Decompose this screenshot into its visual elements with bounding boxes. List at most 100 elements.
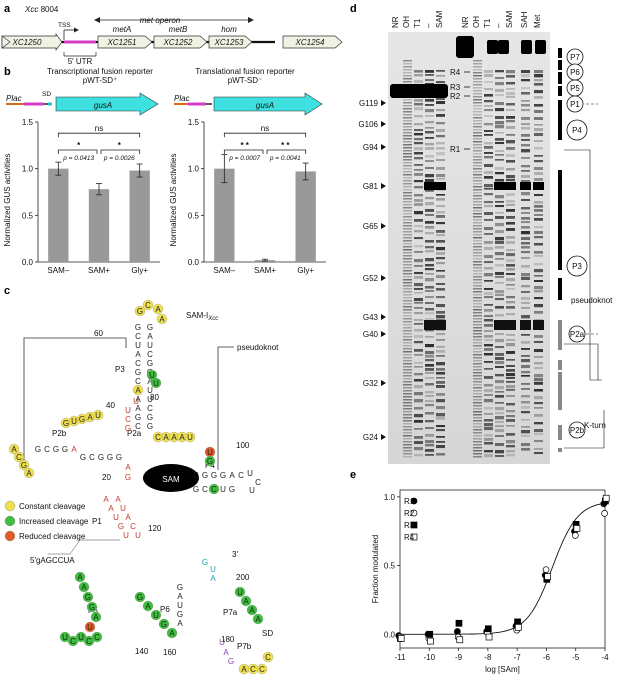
gel-band <box>414 157 423 160</box>
panel-a: a Xcc 8004 met operon TSS XC1250 XC1251 … <box>1 3 343 66</box>
data-point <box>601 510 608 517</box>
gel-band <box>436 101 445 105</box>
gel-band <box>521 149 530 153</box>
gel-band <box>506 236 515 239</box>
cleavage-site <box>74 571 86 583</box>
cleavage-site <box>86 601 98 613</box>
gel-band <box>414 199 423 202</box>
svg-text:P7b: P7b <box>237 642 252 651</box>
gel-band <box>414 194 423 197</box>
gel-band <box>484 324 493 327</box>
gel-band <box>533 182 544 190</box>
g-marker-label: G43 <box>363 313 379 322</box>
gel-band <box>425 232 434 235</box>
gel-band <box>534 117 543 120</box>
gel-band <box>495 298 504 301</box>
gel-band <box>436 275 445 279</box>
stem-label: P2a <box>570 330 585 339</box>
gel-band <box>495 421 504 423</box>
gel-band <box>403 81 412 83</box>
gel-band <box>403 144 412 146</box>
data-point <box>514 618 521 626</box>
gel-band <box>484 115 493 118</box>
bar <box>129 170 150 262</box>
gel-band <box>403 204 412 206</box>
gel-band <box>414 420 423 423</box>
nucleotide: C <box>130 522 136 531</box>
gel-band <box>403 231 412 233</box>
nucleotide: C <box>155 433 161 442</box>
gel-band <box>403 72 412 74</box>
gel-band <box>403 186 412 188</box>
gel-band <box>414 123 423 126</box>
cleavage-site <box>262 651 274 663</box>
gel-band <box>484 205 493 208</box>
gel-band <box>495 429 504 433</box>
gel-band <box>495 94 504 97</box>
gel-band <box>425 115 434 117</box>
gel-band <box>473 108 482 110</box>
gel-band <box>414 129 423 132</box>
gel-band <box>425 434 434 437</box>
gel-band <box>521 277 530 281</box>
gel-band <box>473 372 482 374</box>
bar-chart-right: Normalized GUS activities 0.00.51.01.5SA… <box>169 118 326 275</box>
cleavage-site <box>156 313 168 325</box>
nucleotide: A <box>179 433 185 442</box>
gene-xc1251: XC1251 metA <box>97 25 153 49</box>
svg-text:160: 160 <box>163 648 177 657</box>
gel-band <box>473 303 482 305</box>
gel-band <box>506 440 515 444</box>
structure-segment <box>558 86 562 96</box>
gel-band <box>473 351 482 353</box>
gel-band <box>403 63 412 65</box>
gel-band <box>534 133 543 137</box>
nucleotide: A <box>177 592 183 601</box>
nucleotide: U <box>135 341 141 350</box>
nucleotide: G <box>202 471 208 480</box>
gel-band <box>473 231 482 233</box>
nucleotide: A <box>241 665 247 674</box>
gel-band <box>534 90 543 94</box>
nucleotide: A <box>135 350 141 359</box>
x-tick-label: -7 <box>514 653 522 662</box>
gel-band <box>473 123 482 125</box>
gel-band <box>495 241 504 244</box>
gel-band <box>436 114 445 117</box>
gel-band <box>425 355 434 358</box>
gel-band <box>403 339 412 341</box>
gel-band <box>403 411 412 413</box>
nucleotide: A <box>155 305 161 314</box>
gel-band <box>484 348 493 351</box>
gel-band <box>414 373 423 376</box>
gel-band <box>473 345 482 347</box>
strain-title: Xcc 8004 <box>24 5 59 14</box>
gel-band <box>484 267 493 270</box>
gel-band <box>534 297 543 300</box>
gel-band <box>425 264 434 267</box>
nucleotide: G <box>229 485 235 494</box>
gel-band <box>436 368 445 371</box>
gel-band <box>484 227 493 231</box>
gel-band <box>521 383 530 385</box>
gel-band <box>403 300 412 302</box>
gel-band <box>473 450 482 452</box>
nucleotide: A <box>71 445 77 454</box>
gel-band <box>425 412 434 415</box>
svg-text:Plac: Plac <box>174 94 190 103</box>
data-point <box>544 573 551 580</box>
cleavage-site <box>82 591 94 603</box>
gel-band <box>521 231 530 235</box>
gel-band <box>473 207 482 209</box>
gel-band <box>495 346 504 349</box>
gel-band <box>473 312 482 314</box>
data-point <box>397 635 405 642</box>
gel-band <box>425 202 434 206</box>
gel-band <box>484 315 493 318</box>
gel-band <box>436 152 445 156</box>
gel-band <box>473 363 482 365</box>
gel-band <box>414 441 423 445</box>
nucleotide: U <box>177 601 183 610</box>
